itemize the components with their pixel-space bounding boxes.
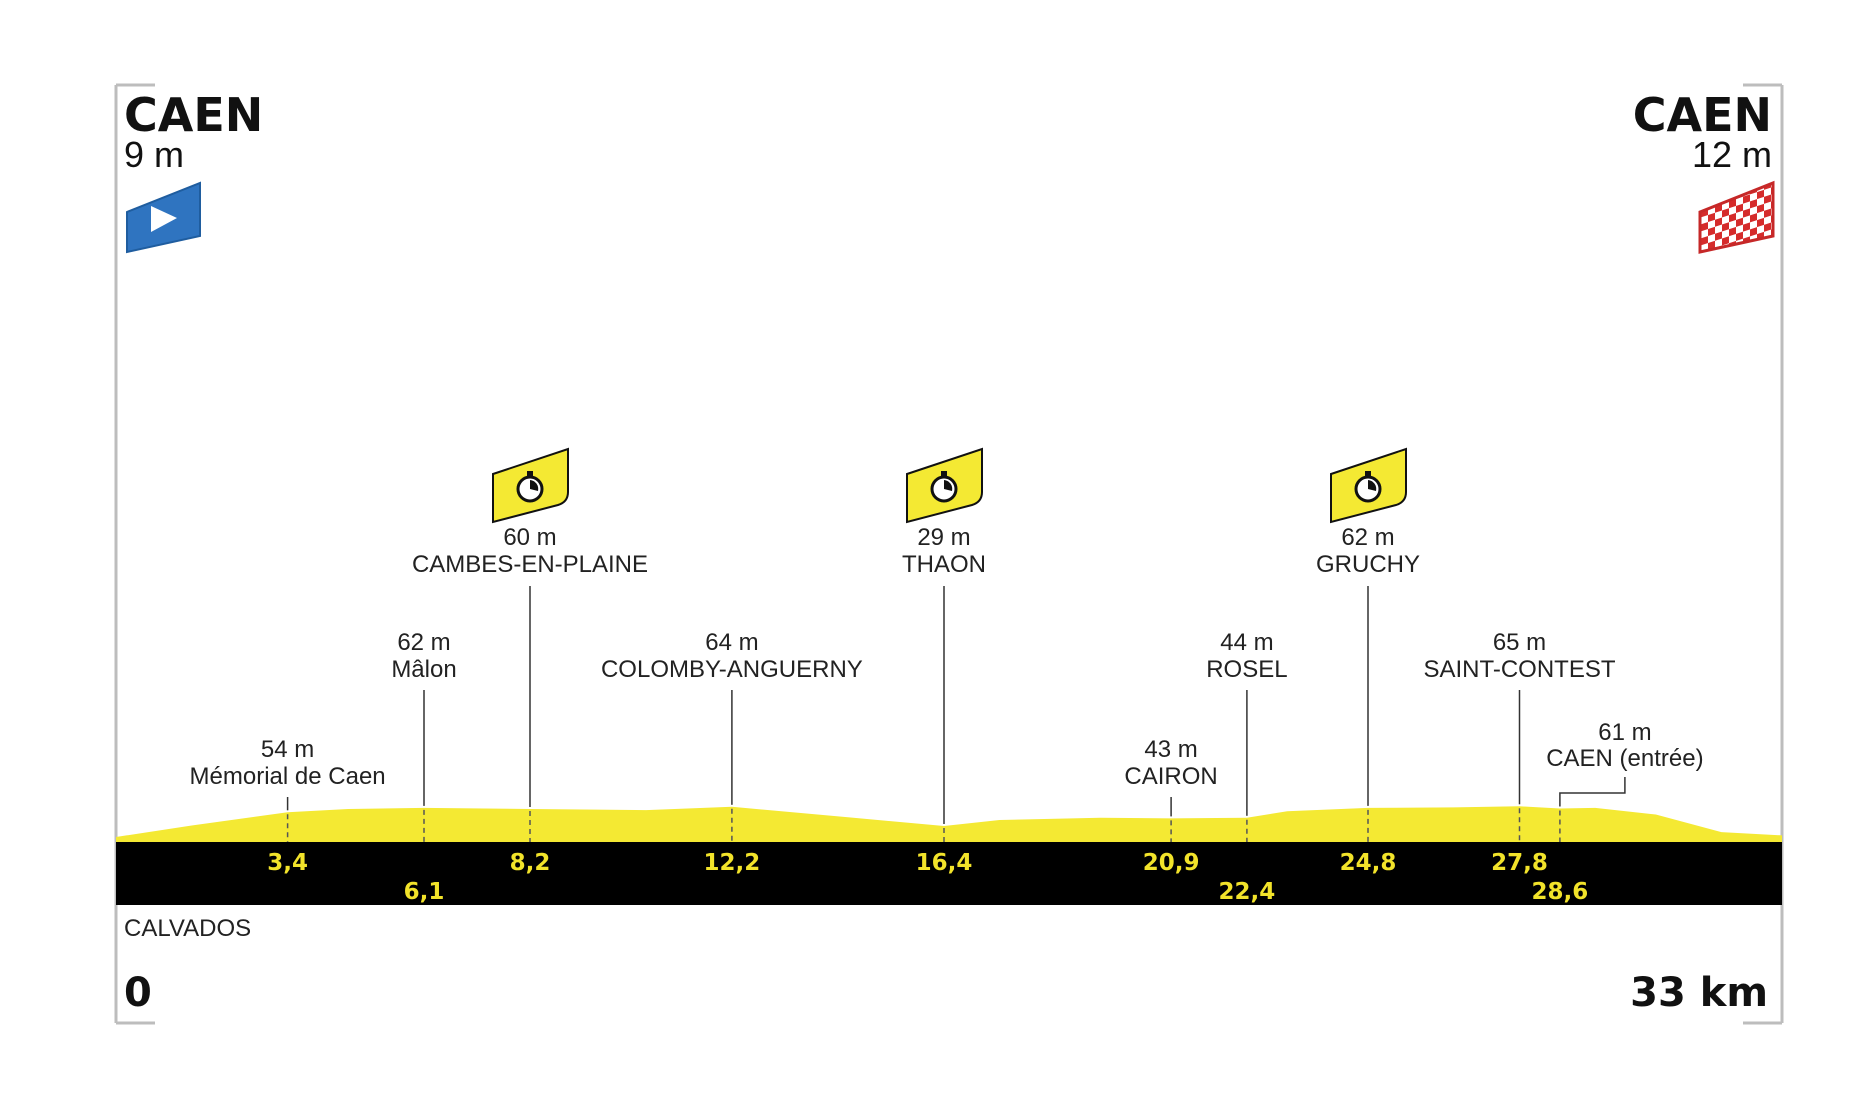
finish-flag-icon — [1698, 180, 1775, 254]
waypoint-altitude: 62 m — [397, 629, 450, 656]
waypoint-km-label: 8,2 — [510, 850, 551, 876]
waypoint-km-label: 28,6 — [1532, 879, 1589, 905]
elevation-profile-area — [116, 806, 1782, 842]
stopwatch-icon — [1330, 447, 1407, 524]
waypoint-altitude: 44 m — [1220, 629, 1273, 656]
waypoint-km-label: 3,4 — [267, 850, 308, 876]
stopwatch-hand — [944, 480, 953, 491]
waypoint-altitude: 60 m — [503, 524, 556, 551]
waypoint-km-label: 24,8 — [1340, 850, 1397, 876]
start-altitude: 9 m — [124, 134, 184, 175]
stopwatch-hand — [530, 480, 539, 491]
waypoint-altitude: 29 m — [917, 524, 970, 551]
stopwatch-crown — [527, 471, 533, 477]
waypoint-km-label: 27,8 — [1491, 850, 1548, 876]
distance-end-label: 33 km — [1630, 970, 1768, 1016]
stopwatch-hand — [1368, 480, 1377, 491]
waypoint-altitude: 64 m — [705, 629, 758, 656]
waypoint-name: Mémorial de Caen — [190, 763, 386, 790]
stopwatch-crown — [941, 471, 947, 477]
distance-start-label: 0 — [124, 970, 152, 1016]
waypoint-name: ROSEL — [1206, 656, 1287, 683]
waypoint-altitude: 43 m — [1144, 736, 1197, 763]
waypoint-km-label: 20,9 — [1143, 850, 1200, 876]
waypoint-name: GRUCHY — [1316, 551, 1420, 578]
stopwatch-icon — [492, 447, 569, 524]
region-label: CALVADOS — [124, 915, 251, 942]
finish-city-name: CAEN — [1633, 88, 1772, 142]
stopwatch-icon — [906, 447, 983, 524]
waypoint-km-label: 12,2 — [704, 850, 761, 876]
waypoint-name: COLOMBY-ANGUERNY — [601, 656, 863, 683]
waypoint-name: SAINT-CONTEST — [1423, 656, 1615, 683]
waypoint-altitude: 65 m — [1493, 629, 1546, 656]
waypoint-km-label: 6,1 — [404, 879, 445, 905]
waypoint-altitude: 62 m — [1341, 524, 1394, 551]
waypoint-leader-line — [1559, 777, 1626, 807]
start-flag-icon — [126, 181, 201, 254]
distance-bar — [116, 842, 1782, 905]
waypoint-name: CAIRON — [1124, 763, 1217, 790]
waypoint-name: Mâlon — [391, 656, 456, 683]
waypoint-km-label: 22,4 — [1219, 879, 1276, 905]
waypoint-name: THAON — [902, 551, 986, 578]
stopwatch-crown — [1365, 471, 1371, 477]
waypoint-km-label: 16,4 — [916, 850, 973, 876]
start-city-name: CAEN — [124, 88, 263, 142]
waypoint-altitude: 61 m — [1598, 719, 1651, 746]
waypoint-altitude: 54 m — [261, 736, 314, 763]
finish-altitude: 12 m — [1692, 134, 1772, 175]
waypoint-name: CAMBES-EN-PLAINE — [412, 551, 648, 578]
waypoint-name: CAEN (entrée) — [1546, 745, 1703, 772]
